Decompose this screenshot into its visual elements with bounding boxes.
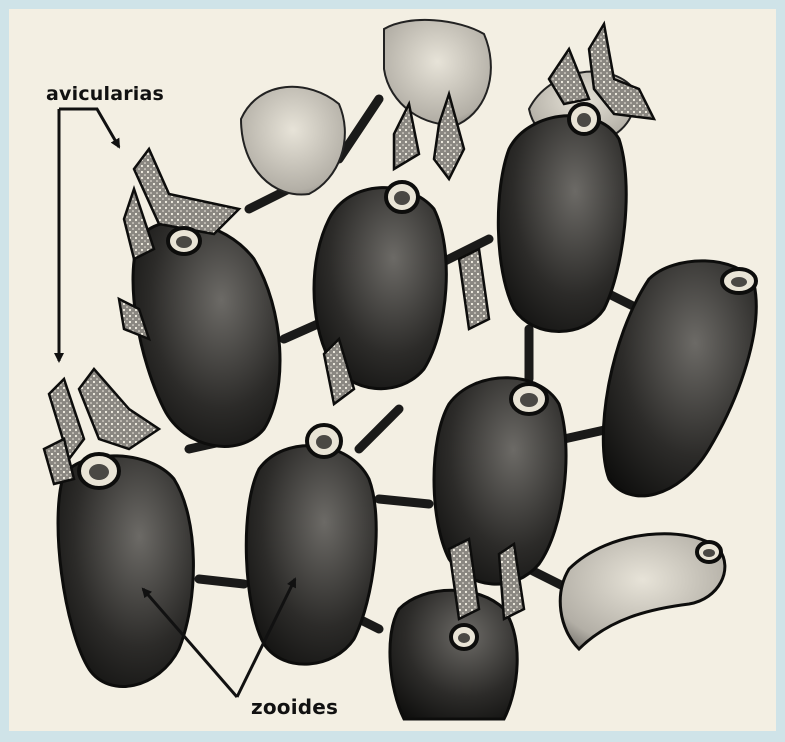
zooid-1 <box>133 222 280 447</box>
zooid-3 <box>498 116 626 332</box>
avicularia-arrow-upper <box>59 109 119 147</box>
zooid-6 <box>246 446 376 665</box>
zooid-5 <box>58 456 193 687</box>
avicularias-label: avicularias <box>46 83 164 105</box>
bryozoan-colony-drawing <box>9 9 776 731</box>
zooid-8 <box>390 590 517 719</box>
zooid-4 <box>603 261 756 496</box>
illustration-panel: avicularias zooides <box>9 9 776 731</box>
zooides-label: zooides <box>251 695 338 719</box>
